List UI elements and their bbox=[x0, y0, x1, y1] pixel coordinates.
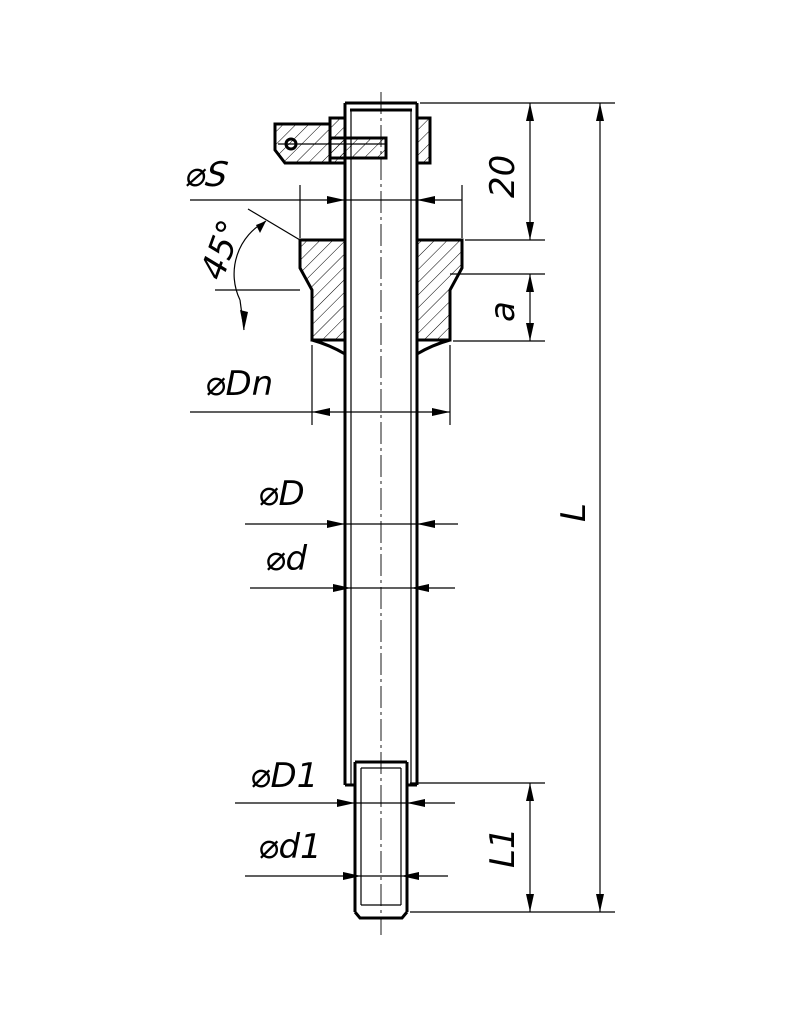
labels: ⌀S 20 45° a ⌀Dn ⌀D ⌀d L ⌀D1 L1 ⌀d1 bbox=[183, 155, 594, 868]
tube-body bbox=[343, 101, 419, 787]
label-diameter-d-outer: ⌀D bbox=[258, 474, 305, 514]
label-20: 20 bbox=[483, 155, 523, 198]
label-diameter-dn: ⌀Dn bbox=[205, 364, 273, 404]
dimension-lines bbox=[190, 103, 604, 912]
label-length-l1: L1 bbox=[483, 827, 523, 868]
label-diameter-s: ⌀S bbox=[183, 155, 231, 195]
side-fitting bbox=[273, 116, 432, 165]
label-diameter-d1-outer: ⌀D1 bbox=[250, 756, 318, 796]
tip-section bbox=[353, 760, 409, 920]
label-length-l: L bbox=[554, 503, 594, 522]
label-diameter-d1-inner: ⌀d1 bbox=[258, 827, 322, 867]
label-diameter-d-inner: ⌀d bbox=[265, 539, 307, 579]
label-a: a bbox=[483, 301, 523, 322]
label-angle-45: 45° bbox=[193, 215, 251, 285]
